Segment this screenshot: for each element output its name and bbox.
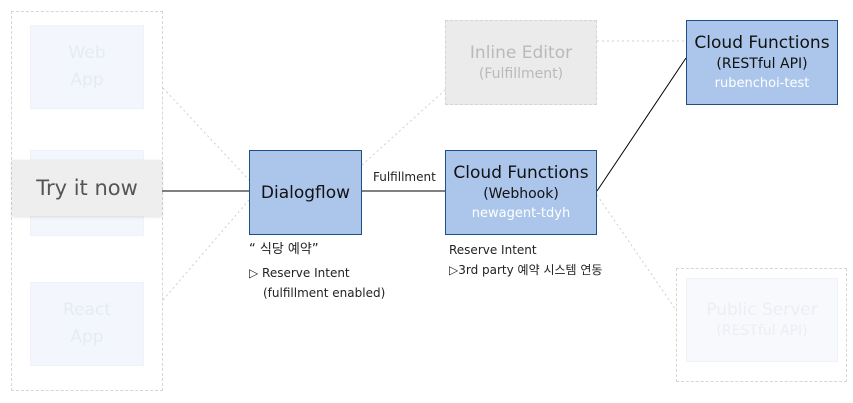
inline-editor-node[interactable]: Inline Editor (Fulfillment) [445, 20, 597, 105]
react-app-line2: App [70, 327, 104, 347]
public-server-node[interactable]: Public Server (RESTful API) [686, 278, 838, 362]
webhook-note-intent: Reserve Intent [449, 243, 537, 257]
webhook-title: Cloud Functions [453, 162, 589, 183]
webhook-note-integration: ▷3rd party 예약 시스템 연동 [449, 263, 603, 277]
webhook-subtitle: (Webhook) [483, 185, 559, 202]
cloud-functions-api-node[interactable]: Cloud Functions (RESTful API) rubenchoi-… [686, 20, 838, 105]
cloud-api-project-id: rubenchoi-test [714, 75, 810, 91]
edge-dialogflow-inline [361, 89, 446, 166]
dialogflow-note-fulfillment: (fulfillment enabled) [263, 286, 386, 300]
edge-webhook-cloudapi [596, 57, 687, 192]
web-app-line2: App [70, 70, 104, 90]
dialogflow-note-intent: ▷ Reserve Intent [249, 266, 350, 280]
web-app-node[interactable]: Web App [30, 25, 144, 109]
public-server-subtitle: (RESTful API) [716, 323, 808, 339]
cloud-api-subtitle: (RESTful API) [716, 55, 808, 72]
inline-editor-title: Inline Editor [469, 42, 573, 63]
public-server-group [676, 268, 847, 382]
dialogflow-title: Dialogflow [260, 182, 351, 203]
web-app-line1: Web [68, 43, 106, 63]
edge-reactapp-dialogflow [162, 199, 250, 301]
inline-editor-subtitle: (Fulfillment) [478, 65, 564, 82]
cloud-functions-webhook-node[interactable]: Cloud Functions (Webhook) newagent-tdyh [445, 150, 597, 235]
dialogflow-note-quote: “ 식당 예약” [249, 242, 319, 257]
fulfillment-edge-label: Fulfillment [373, 170, 436, 184]
webhook-project-id: newagent-tdyh [471, 205, 571, 221]
react-app-node[interactable]: React App [30, 282, 144, 366]
dialogflow-node[interactable]: Dialogflow [249, 150, 362, 235]
client-apps-group [11, 11, 163, 391]
edge-webapp-dialogflow [162, 87, 250, 181]
public-server-title: Public Server [706, 300, 818, 320]
edge-webhook-publicserver [596, 194, 677, 311]
cloud-api-title: Cloud Functions [694, 32, 830, 53]
react-app-line1: React [63, 300, 111, 320]
try-it-now-button[interactable]: Try it now [12, 160, 162, 216]
